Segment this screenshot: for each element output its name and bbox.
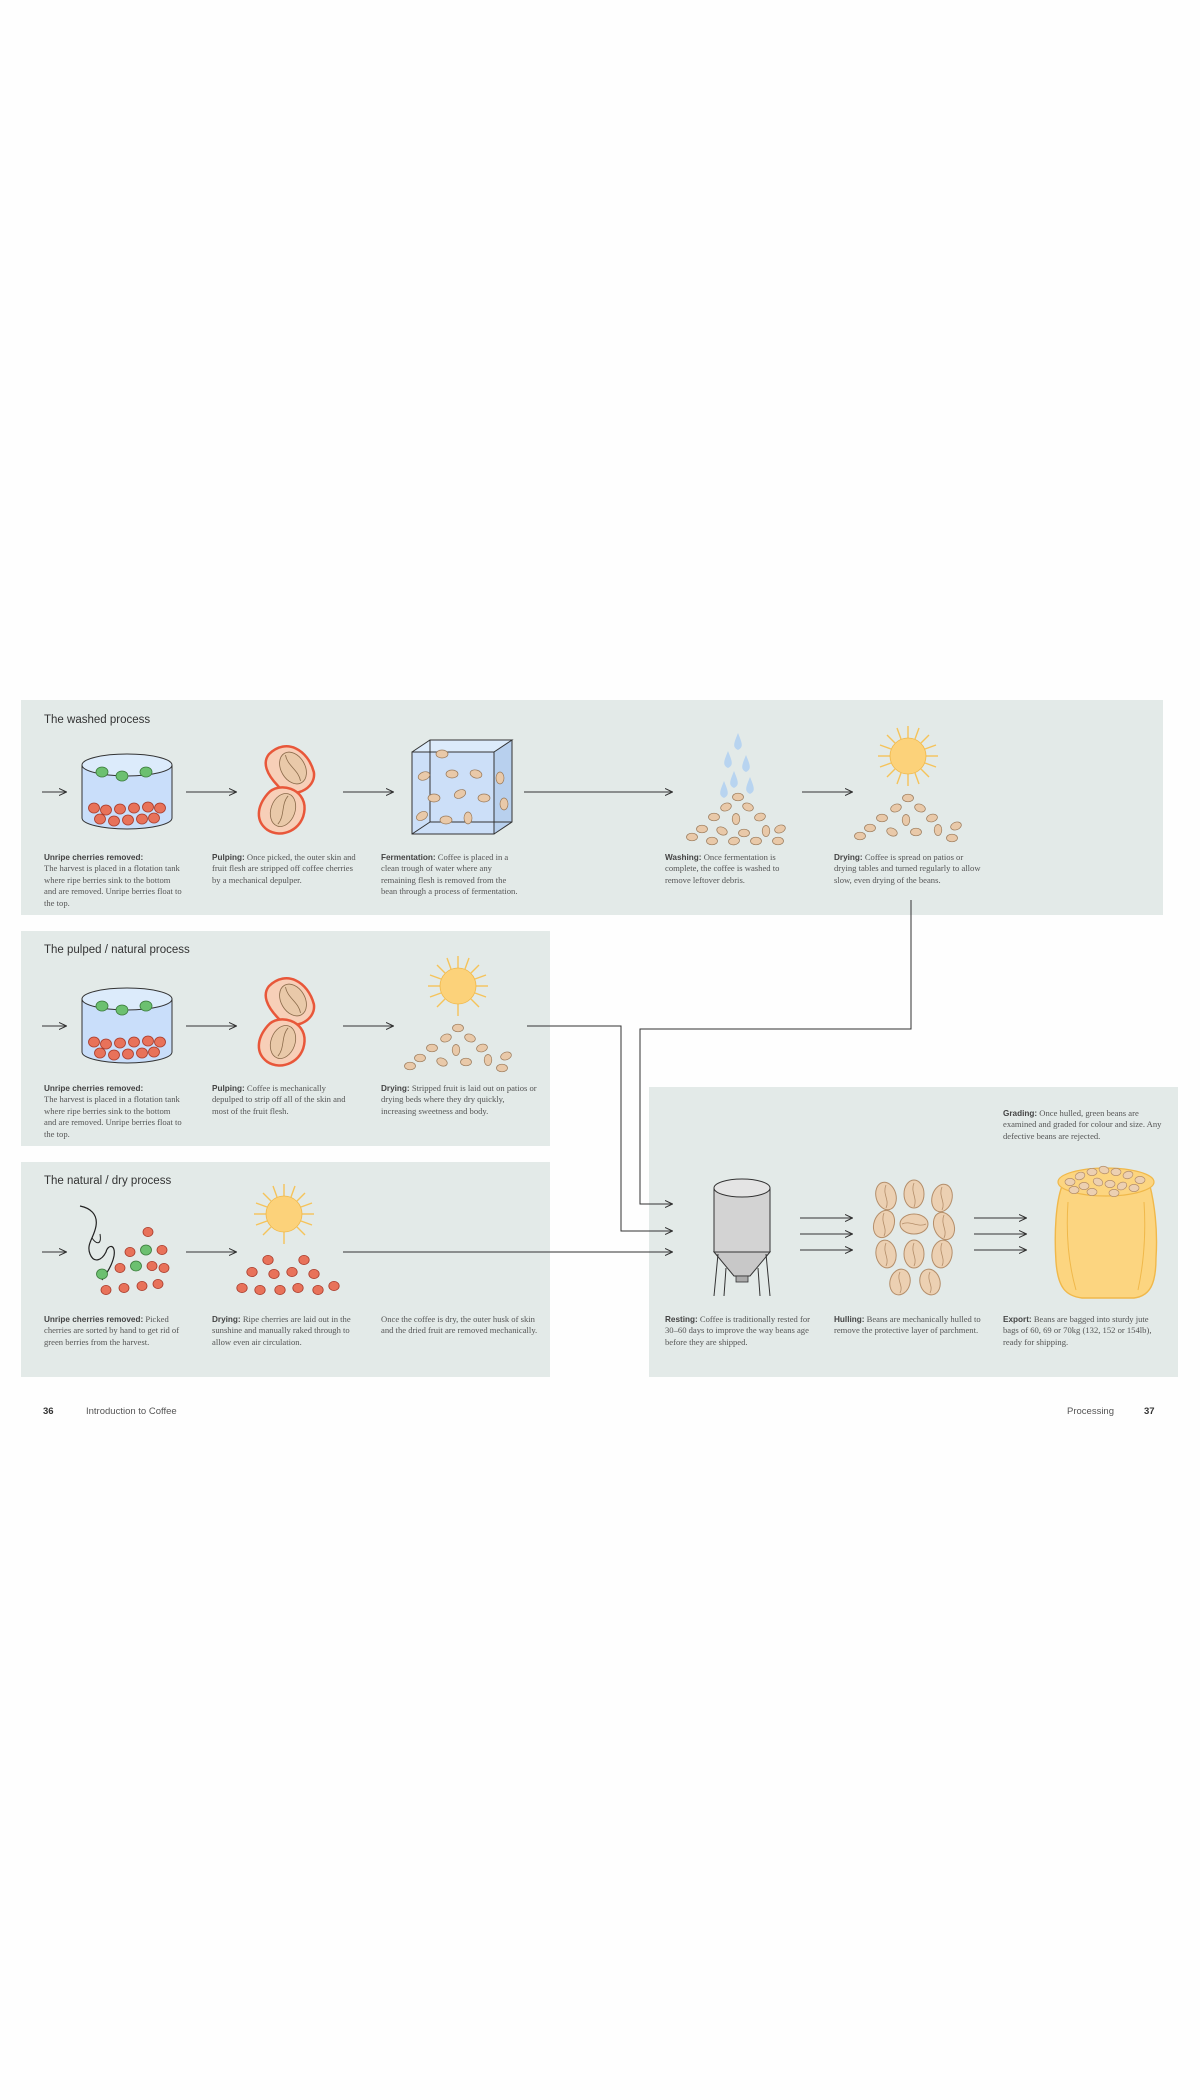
natural-step-3-caption: Once the coffee is dry, the outer husk o… <box>381 1314 541 1337</box>
pulped-process-title: The pulped / natural process <box>44 944 190 956</box>
step-text: Coffee is traditionally rested for 30–60… <box>665 1314 811 1347</box>
natural-step-1-caption: Unripe cherries removed: Picked cherries… <box>44 1314 194 1348</box>
left-page-number: 36 <box>43 1406 54 1417</box>
step-label: Grading: <box>1003 1109 1038 1118</box>
washed-step-3-caption: Fermentation: Coffee is placed in a clea… <box>381 852 521 898</box>
step-text: Once fermentation is complete, the coffe… <box>665 852 780 885</box>
step-label: Pulping: <box>212 1084 245 1093</box>
resting-caption: Resting: Coffee is traditionally rested … <box>665 1314 815 1348</box>
washed-step-4-caption: Washing: Once fermentation is complete, … <box>665 852 805 886</box>
step-label: Drying: <box>212 1315 241 1324</box>
step-text: Once the coffee is dry, the outer husk o… <box>381 1314 538 1336</box>
step-label: Hulling: <box>834 1315 865 1324</box>
flotation-tank-icon <box>81 987 173 1064</box>
pulped-cherry-icon <box>257 745 316 835</box>
left-running-title: Introduction to Coffee <box>86 1406 177 1417</box>
step-text: Coffee is mechanically depulped to strip… <box>212 1083 346 1116</box>
pulped-step-3-caption: Drying: Stripped fruit is laid out on pa… <box>381 1083 541 1117</box>
hand-sorting-cherries-icon <box>79 1205 170 1296</box>
step-label: Fermentation: <box>381 853 436 862</box>
jute-bag-icon <box>1054 1165 1158 1299</box>
washed-step-2-caption: Pulping: Once picked, the outer skin and… <box>212 852 362 886</box>
washed-step-1-caption: Unripe cherries removed: The harvest is … <box>44 852 184 909</box>
step-label: Pulping: <box>212 853 245 862</box>
step-label: Unripe cherries removed: <box>44 1084 144 1093</box>
pulped-step-1-caption: Unripe cherries removed: The harvest is … <box>44 1083 184 1140</box>
step-label: Export: <box>1003 1315 1032 1324</box>
step-label: Drying: <box>834 853 863 862</box>
resting-silo-icon <box>712 1178 772 1297</box>
natural-step-2-caption: Drying: Ripe cherries are laid out in th… <box>212 1314 362 1348</box>
step-label: Drying: <box>381 1084 410 1093</box>
step-text: Stripped fruit is laid out on patios or … <box>381 1083 537 1116</box>
step-text: Coffee is placed in a clean trough of wa… <box>381 852 518 897</box>
hulling-caption: Hulling: Beans are mechanically hulled t… <box>834 1314 989 1337</box>
washed-process-panel <box>21 700 1163 915</box>
pulped-cherry-icon <box>257 977 316 1067</box>
right-running-title: Processing <box>1067 1406 1114 1417</box>
sun-drying-cherries-icon <box>236 1184 340 1296</box>
step-text: The harvest is placed in a flotation tan… <box>44 1094 182 1139</box>
fermentation-tank-icon <box>411 739 514 835</box>
step-text: Once hulled, green beans are examined an… <box>1003 1108 1162 1141</box>
step-text: Ripe cherries are laid out in the sunshi… <box>212 1314 351 1347</box>
right-page-number: 37 <box>1144 1406 1155 1417</box>
step-text: The harvest is placed in a flotation tan… <box>44 863 182 908</box>
step-label: Unripe cherries removed: <box>44 853 144 862</box>
step-label: Unripe cherries removed: <box>44 1315 144 1324</box>
step-text: Once picked, the outer skin and fruit fl… <box>212 852 356 885</box>
washing-icon <box>686 733 786 846</box>
step-text: Coffee is spread on patios or drying tab… <box>834 852 981 885</box>
natural-process-title: The natural / dry process <box>44 1175 172 1187</box>
grading-caption: Grading: Once hulled, green beans are ex… <box>1003 1108 1163 1142</box>
step-text: Beans are mechanically hulled to remove … <box>834 1314 981 1336</box>
flotation-tank-icon <box>81 753 173 830</box>
export-caption: Export: Beans are bagged into sturdy jut… <box>1003 1314 1158 1348</box>
step-label: Resting: <box>665 1315 698 1324</box>
step-label: Washing: <box>665 853 702 862</box>
pulped-step-2-caption: Pulping: Coffee is mechanically depulped… <box>212 1083 352 1117</box>
hulled-beans-icon <box>872 1179 956 1296</box>
step-text: Picked cherries are sorted by hand to ge… <box>44 1314 180 1347</box>
sun-drying-icon <box>404 956 512 1073</box>
washed-process-title: The washed process <box>44 714 151 726</box>
step-text: Beans are bagged into sturdy jute bags o… <box>1003 1314 1152 1347</box>
sun-drying-icon <box>854 726 962 843</box>
washed-step-5-caption: Drying: Coffee is spread on patios or dr… <box>834 852 984 886</box>
